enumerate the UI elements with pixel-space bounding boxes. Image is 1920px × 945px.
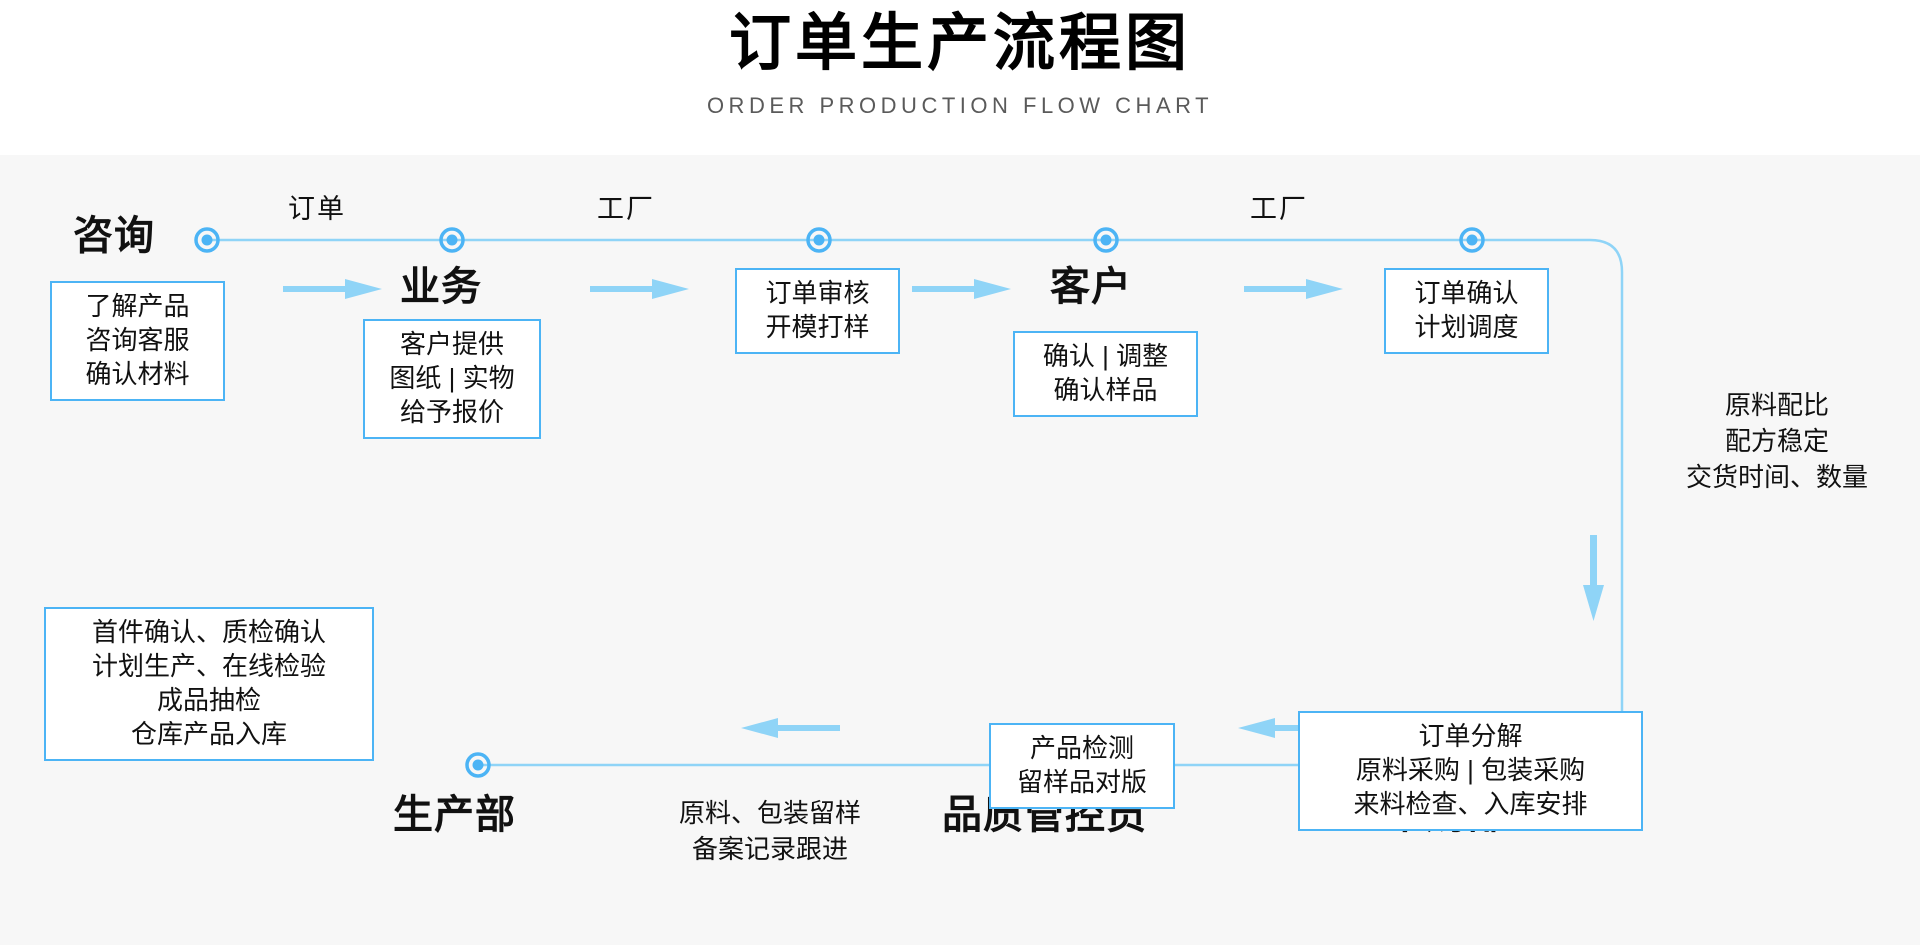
info-box-customer[interactable]: 确认 | 调整 确认样品 (1013, 331, 1198, 417)
node-dot-customer[interactable] (1093, 227, 1119, 253)
info-line: 开模打样 (765, 312, 870, 342)
flow-arrow-left-1 (1238, 718, 1337, 738)
info-line: 订单分解 (1418, 721, 1523, 751)
info-line: 客户提供 (399, 329, 504, 359)
info-box-purchase[interactable]: 订单分解 原料采购 | 包装采购 来料检查、入库安排 (1298, 711, 1643, 831)
floating-line: 原料配比 (1724, 390, 1829, 420)
node-label-production: 生产部 (393, 793, 516, 837)
floating-text-sampling: 原料、包装留样 备案记录跟进 (645, 795, 895, 867)
floating-line: 配方稳定 (1724, 426, 1829, 456)
flow-canvas: 咨询 业务 客户 采购部 品质管控员 生产部 订单 工厂 工厂 了解产品 咨询客… (0, 155, 1920, 945)
node-dot-consult[interactable] (194, 227, 220, 253)
info-line: 确认样品 (1053, 375, 1158, 405)
edge-label-factory-2: 工厂 (1250, 194, 1308, 224)
info-line: 原料采购 | 包装采购 (1355, 755, 1586, 785)
info-box-confirm[interactable]: 订单确认 计划调度 (1384, 268, 1549, 354)
info-line: 留样品对版 (1016, 767, 1147, 797)
info-line: 确认 | 调整 (1042, 341, 1169, 371)
info-line: 计划调度 (1414, 312, 1519, 342)
floating-line: 原料、包装留样 (678, 798, 861, 828)
node-label-consult: 咨询 (73, 214, 155, 258)
info-box-quality[interactable]: 产品检测 留样品对版 (989, 723, 1175, 809)
info-line: 订单确认 (1414, 278, 1519, 308)
edge-label-order: 订单 (288, 194, 346, 224)
page-title: 订单生产流程图 (728, 9, 1191, 78)
floating-line: 交货时间、数量 (1685, 462, 1868, 492)
node-dot-sales[interactable] (439, 227, 465, 253)
flow-arrow-right-2 (590, 279, 689, 299)
floating-line: 备案记录跟进 (691, 834, 848, 864)
info-line: 订单审核 (765, 278, 870, 308)
info-line: 首件确认、质检确认 (91, 617, 326, 647)
info-box-production[interactable]: 首件确认、质检确认 计划生产、在线检验 成品抽检 仓库产品入库 (44, 607, 374, 761)
info-line: 来料检查、入库安排 (1353, 789, 1588, 819)
info-line: 了解产品 (85, 291, 190, 321)
info-line: 计划生产、在线检验 (91, 651, 326, 681)
edge-label-factory-1: 工厂 (597, 194, 655, 224)
flow-arrow-down (1583, 535, 1604, 621)
info-line: 成品抽检 (156, 685, 261, 715)
info-line: 产品检测 (1029, 733, 1134, 763)
info-box-sales[interactable]: 客户提供 图纸 | 实物 给予报价 (363, 319, 541, 439)
info-line: 咨询客服 (85, 325, 190, 355)
node-dot-production[interactable] (465, 752, 491, 778)
right-loop-line (1589, 238, 1624, 767)
node-dot-review[interactable] (806, 227, 832, 253)
node-label-customer: 客户 (1050, 265, 1132, 309)
info-box-consult[interactable]: 了解产品 咨询客服 确认材料 (50, 281, 225, 401)
flow-arrow-right-3 (912, 279, 1011, 299)
info-line: 给予报价 (399, 397, 504, 427)
info-line: 图纸 | 实物 (389, 363, 515, 393)
info-line: 确认材料 (85, 359, 190, 389)
page-header: 订单生产流程图 ORDER PRODUCTION FLOW CHART (0, 0, 1920, 155)
info-box-review[interactable]: 订单审核 开模打样 (735, 268, 900, 354)
node-dot-confirm[interactable] (1459, 227, 1485, 253)
node-label-sales: 业务 (400, 265, 482, 309)
page-subtitle: ORDER PRODUCTION FLOW CHART (706, 93, 1214, 118)
flow-arrow-left-2 (741, 718, 840, 738)
info-line: 仓库产品入库 (130, 719, 287, 749)
flow-arrow-right-1 (283, 279, 382, 299)
flow-arrow-right-4 (1244, 279, 1343, 299)
floating-text-material: 原料配比 配方稳定 交货时间、数量 (1652, 387, 1902, 495)
